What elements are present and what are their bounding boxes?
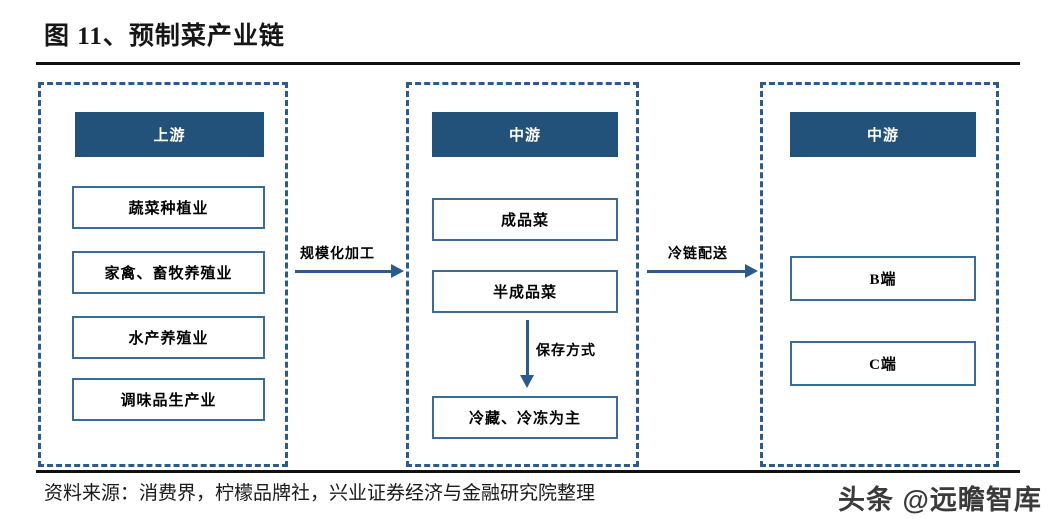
connector-label-cold-chain-delivery: 冷链配送: [668, 247, 728, 262]
node-downstream-c-end: C端: [790, 341, 976, 386]
node-upstream-vegetable-farming: 蔬菜种植业: [72, 186, 265, 229]
node-midstream-refrigerated-frozen: 冷藏、冷冻为主: [432, 396, 618, 439]
footer-divider-rule: [36, 470, 1020, 473]
node-downstream-b-end: B端: [790, 256, 976, 301]
stage-header-upstream: 上游: [75, 112, 264, 157]
stage-header-downstream: 中游: [790, 112, 976, 157]
watermark: 头条 @远瞻智库: [838, 485, 1042, 515]
figure-title: 图 11、预制菜产业链: [44, 23, 285, 50]
arrow-shaft: [647, 270, 746, 273]
arrow-head-right-icon: [745, 264, 758, 278]
node-midstream-semi-finished-dish: 半成品菜: [432, 270, 618, 313]
stage-downstream-container: [760, 82, 999, 467]
connector-label-preservation-method: 保存方式: [536, 344, 596, 359]
connector-label-scaled-processing: 规模化加工: [300, 247, 375, 262]
arrow-head-right-icon: [391, 264, 404, 278]
arrow-head-down-icon: [520, 375, 534, 388]
arrow-shaft: [526, 320, 529, 377]
stage-upstream-container: [38, 82, 288, 467]
source-note: 资料来源：消费界，柠檬品牌社，兴业证券经济与金融研究院整理: [44, 483, 596, 504]
arrow-semifinished-to-storage: [518, 320, 538, 390]
title-divider-rule: [36, 62, 1020, 65]
node-midstream-finished-dish: 成品菜: [432, 198, 618, 241]
node-upstream-condiment-production: 调味品生产业: [72, 378, 265, 421]
node-upstream-poultry-livestock: 家禽、畜牧养殖业: [72, 251, 265, 294]
stage-midstream-container: [406, 82, 639, 467]
arrow-midstream-to-downstream: [647, 262, 759, 282]
arrow-shaft: [295, 270, 392, 273]
arrow-upstream-to-midstream: [295, 262, 405, 282]
node-upstream-aquaculture: 水产养殖业: [72, 316, 265, 359]
stage-header-midstream: 中游: [432, 112, 618, 157]
